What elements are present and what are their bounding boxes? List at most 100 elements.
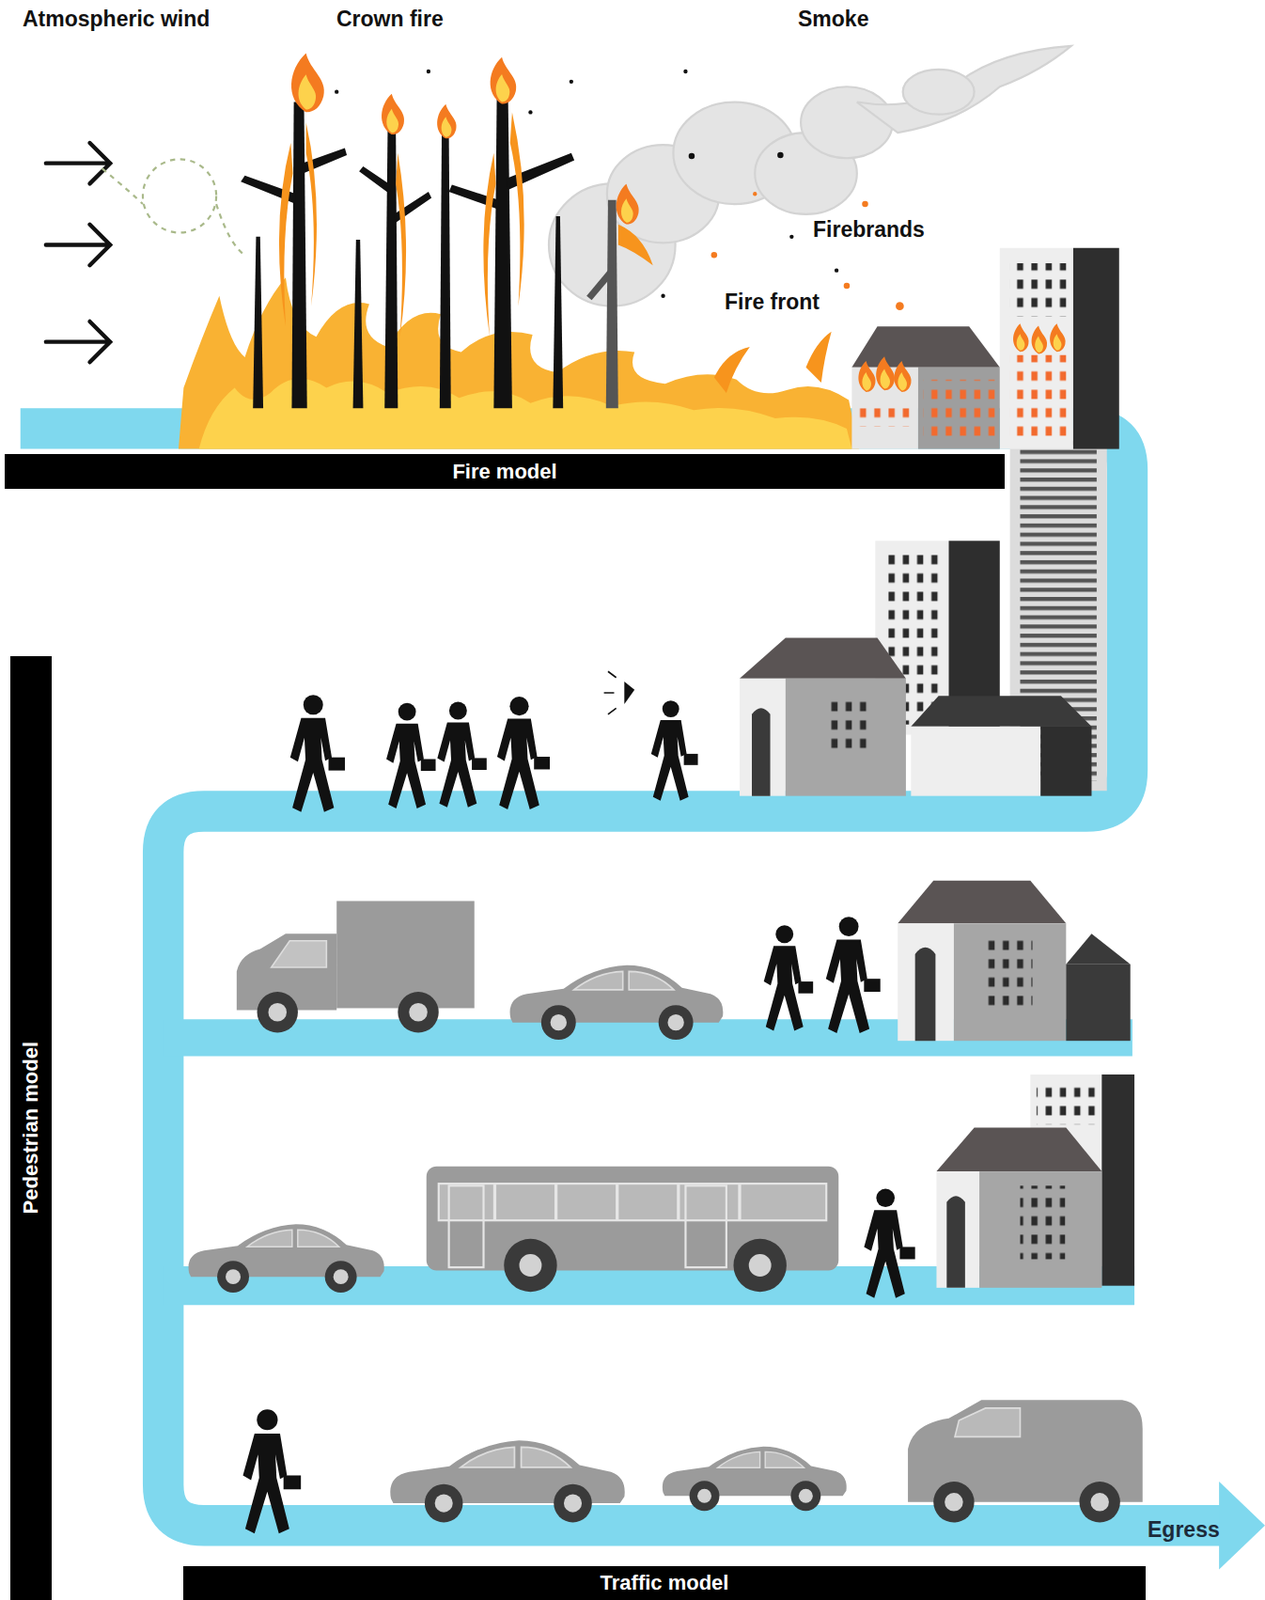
wind-arrow: [46, 224, 110, 266]
pedestrian: [764, 924, 813, 1031]
bus-window-frames: [494, 1183, 740, 1220]
tower-windows-burning: [1010, 355, 1068, 438]
band-title: Traffic model: [600, 1570, 730, 1595]
trunk-flame: [483, 153, 496, 337]
model-band: Fire model: [4, 453, 1005, 489]
wheel: [503, 1238, 557, 1292]
wheel-hub: [519, 1253, 543, 1277]
trunk-flame: [618, 224, 654, 266]
house-roof: [739, 637, 906, 678]
pedestrian: [437, 702, 486, 808]
wheel: [1078, 1481, 1120, 1522]
ember: [752, 191, 757, 196]
pedestrian: [826, 916, 881, 1033]
burning-trees: [240, 93, 619, 408]
warden: [651, 700, 699, 800]
wheel: [397, 991, 438, 1032]
house-door: [915, 947, 937, 1041]
wheel-hub: [408, 1002, 428, 1022]
house-side: [1065, 964, 1130, 1041]
fire-front-flame: [714, 346, 750, 393]
trunk-flame: [306, 122, 317, 306]
annotation-label: Atmospheric wind: [22, 6, 210, 32]
crown-flame: [437, 104, 456, 140]
house-fire: [875, 356, 895, 391]
smoke: [548, 46, 1072, 307]
pedestrian: [863, 1188, 915, 1298]
house-windows: [826, 693, 870, 755]
van-window: [954, 1407, 1020, 1437]
house-side: [785, 678, 906, 797]
band-title: Fire model: [452, 459, 557, 485]
tower-windows: [1010, 263, 1068, 316]
ember: [843, 282, 851, 290]
wheel: [933, 1481, 974, 1522]
ember: [683, 69, 688, 74]
house-front: [739, 678, 786, 797]
window-fire: [1049, 323, 1066, 352]
house-side: [1040, 726, 1092, 797]
wheel-hub: [267, 1002, 287, 1022]
tree-branch: [449, 153, 576, 210]
smoke-cloud: [903, 69, 975, 115]
house-windows: [987, 936, 1033, 1010]
car: [662, 1446, 847, 1511]
annotation-label: Fire front: [724, 289, 820, 315]
ember: [660, 294, 665, 298]
tree-branch: [586, 265, 614, 300]
house-roof: [936, 1126, 1102, 1172]
ember: [426, 69, 431, 74]
egress-arrowhead: [1218, 1481, 1265, 1569]
firebrands: [334, 69, 905, 311]
house-roof: [1065, 933, 1130, 965]
tree-trunk: [291, 102, 307, 409]
ember: [834, 267, 839, 272]
house-side: [918, 367, 1000, 450]
house-roof: [910, 695, 1092, 727]
annotation-label: Firebrands: [812, 217, 925, 243]
bus-door: [685, 1185, 726, 1267]
ember: [569, 79, 574, 84]
pedestrian: [386, 702, 436, 809]
tower-windows: [1036, 1083, 1096, 1125]
ember: [861, 201, 869, 208]
wind-arrows: [46, 142, 110, 362]
crown-flame: [291, 52, 325, 112]
truck-cargo: [336, 900, 475, 1008]
house-side: [953, 922, 1066, 1041]
trunk-flame: [395, 153, 407, 337]
window-fire: [1013, 323, 1030, 352]
house-front: [936, 1171, 980, 1288]
wind-eddy: [142, 158, 217, 233]
truck-window: [271, 940, 328, 968]
house-fire: [893, 360, 911, 392]
annotation-label: Crown fire: [336, 6, 444, 32]
ember: [777, 152, 784, 159]
house-windows-burning: [922, 379, 997, 441]
tower-front: [999, 248, 1074, 450]
house-side: [979, 1171, 1102, 1288]
ember: [688, 153, 696, 160]
window-fire: [1031, 326, 1048, 355]
band-title: Pedestrian model: [18, 1041, 44, 1214]
crown-flame: [616, 183, 640, 224]
pedestrian: [290, 694, 345, 813]
ember: [528, 109, 532, 114]
fire-front-flame: [806, 331, 832, 383]
megaphone-sound: [604, 671, 617, 715]
tree-branch: [359, 166, 432, 223]
trunk-flames: [279, 111, 832, 393]
tree-trunk: [493, 93, 513, 408]
tree-trunk: [384, 130, 398, 408]
tree-spike: [252, 236, 264, 408]
tree-spike: [552, 216, 563, 408]
trunk-flame: [279, 142, 294, 327]
car: [188, 1223, 385, 1293]
megaphone: [624, 681, 635, 704]
house-door: [946, 1195, 966, 1288]
wheel: [733, 1238, 786, 1292]
tree-spike: [353, 239, 364, 408]
